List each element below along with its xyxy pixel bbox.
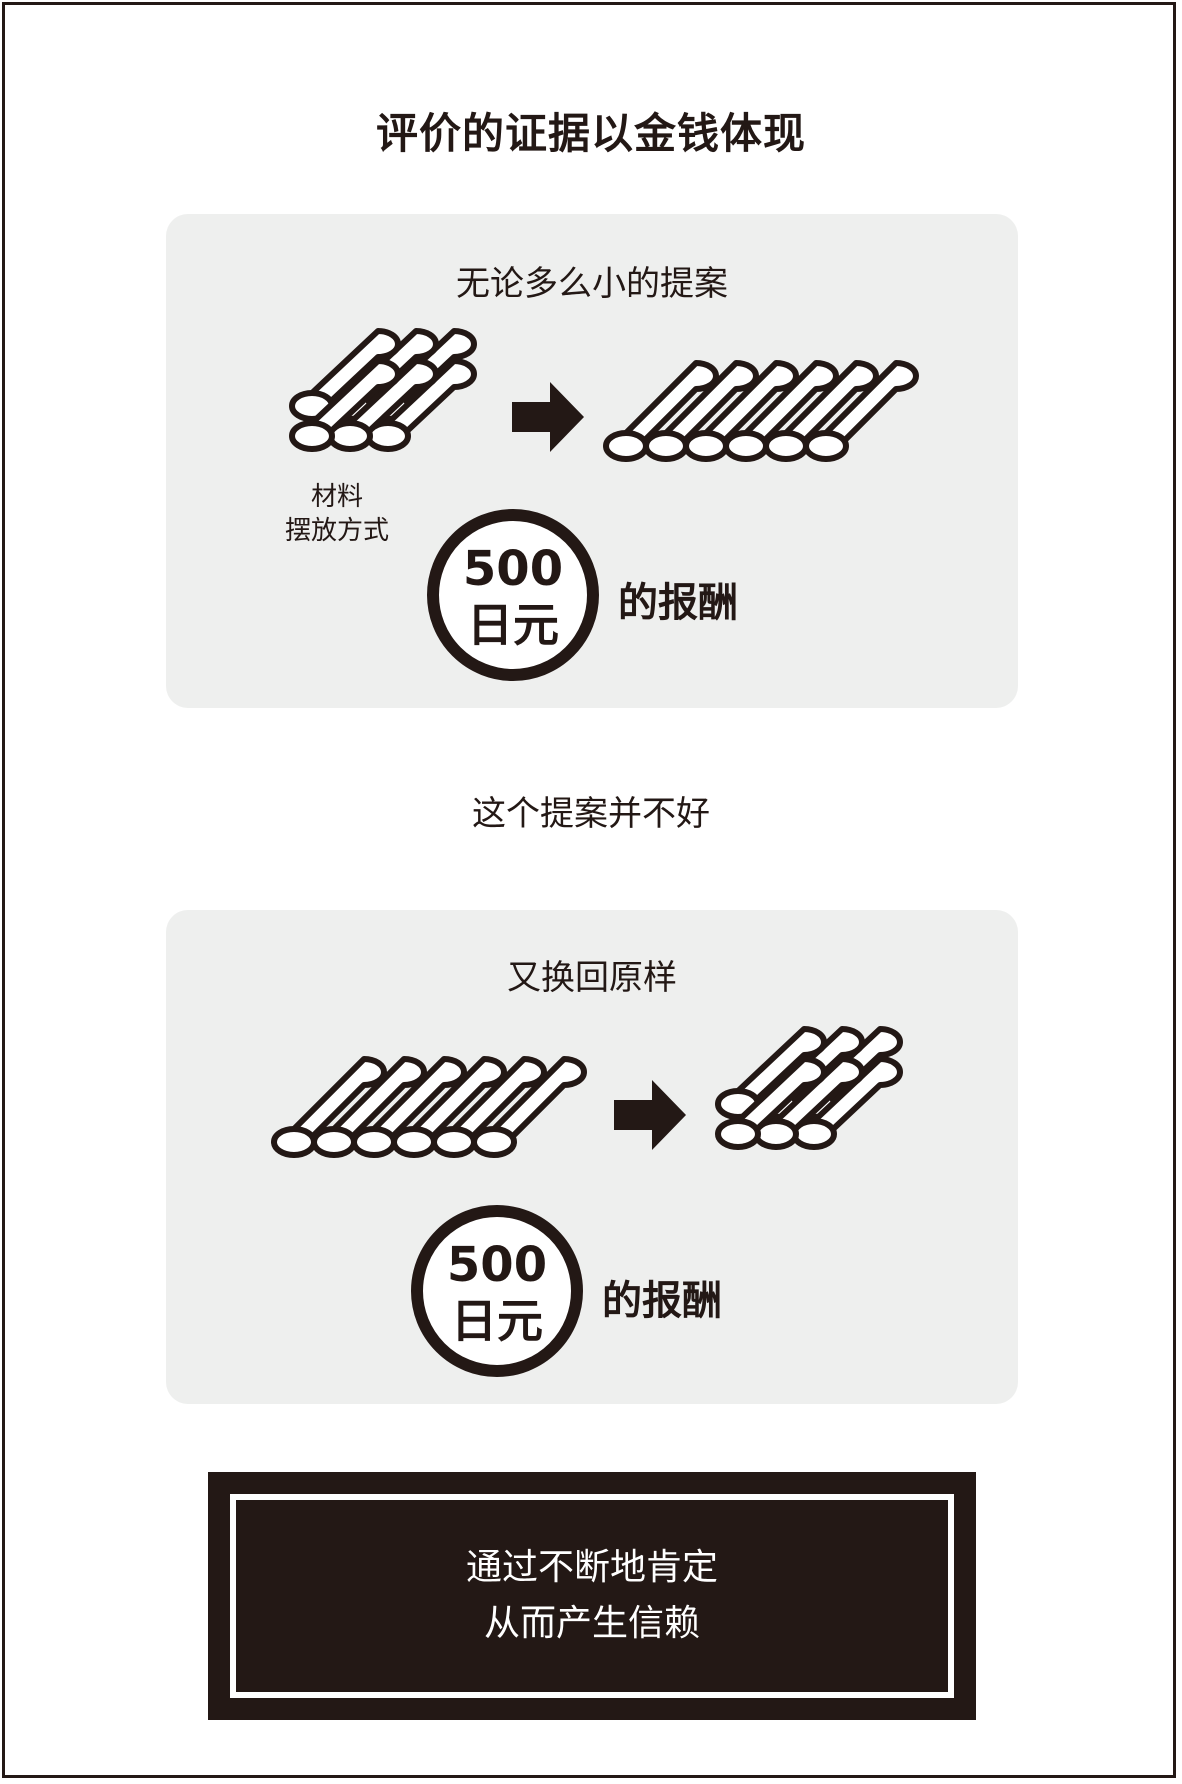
pipe-body (735, 1026, 827, 1120)
pipe-body (735, 1056, 827, 1150)
pipe-end (603, 430, 649, 462)
pipe-body (331, 1056, 427, 1158)
pipe-body (783, 360, 879, 462)
panel-revert: 又换回原样 500 日元 的报酬 (166, 910, 1018, 1404)
pipe-body (743, 360, 839, 462)
pipe-body (491, 1056, 587, 1158)
coin-amount: 500 (463, 541, 563, 597)
flat-pipes-icon (603, 360, 919, 462)
pipe-end (289, 420, 335, 452)
coin-icon: 500 日元 (411, 1205, 583, 1377)
pipe-body (811, 1056, 903, 1150)
pipe-end (715, 1118, 761, 1150)
pipe-body (411, 1056, 507, 1158)
panel-small-proposal: 无论多么小的提案 材料 摆放方式 500 日元 的报酬 (166, 214, 1018, 708)
panel-heading: 又换回原样 (507, 958, 677, 998)
page-title: 评价的证据以金钱体现 (375, 109, 806, 158)
stacked-pipes-icon (715, 1026, 903, 1150)
conclusion-line: 从而产生信赖 (483, 1603, 700, 1644)
pipe-body (309, 328, 401, 422)
pipe-body (451, 1056, 547, 1158)
pipe-body (291, 1056, 387, 1158)
right-arrow-icon (614, 1080, 686, 1150)
conclusion-text: 通过不断地肯定 从而产生信赖 (236, 1540, 948, 1652)
panel-heading: 无论多么小的提案 (456, 264, 728, 304)
flat-pipes-icon (271, 1056, 587, 1158)
pipe-body (309, 358, 401, 452)
coin-unit: 日元 (467, 598, 559, 652)
pipe-body (623, 360, 719, 462)
pipe-body (371, 1056, 467, 1158)
pipe-body (663, 360, 759, 462)
material-label: 材料 摆放方式 (262, 480, 412, 548)
conclusion-line: 通过不断地肯定 (465, 1547, 718, 1588)
pipe-body (703, 360, 799, 462)
pipe-body (347, 358, 439, 452)
reward-text: 的报酬 (618, 580, 738, 626)
coin-unit: 日元 (451, 1294, 543, 1348)
pipe-body (823, 360, 919, 462)
middle-caption: 这个提案并不好 (472, 794, 710, 834)
pipe-body (773, 1056, 865, 1150)
stacked-pipes-icon (289, 328, 477, 452)
coin-amount: 500 (447, 1237, 547, 1293)
conclusion-inner: 通过不断地肯定 从而产生信赖 (230, 1494, 954, 1698)
conclusion-box: 通过不断地肯定 从而产生信赖 (208, 1472, 976, 1720)
pipe-body (385, 358, 477, 452)
coin-icon: 500 日元 (427, 509, 599, 681)
right-arrow-icon (512, 382, 584, 452)
label-line: 材料 (310, 482, 363, 512)
label-line: 摆放方式 (284, 516, 389, 546)
reward-text: 的报酬 (602, 1278, 722, 1324)
pipe-end (271, 1126, 317, 1158)
